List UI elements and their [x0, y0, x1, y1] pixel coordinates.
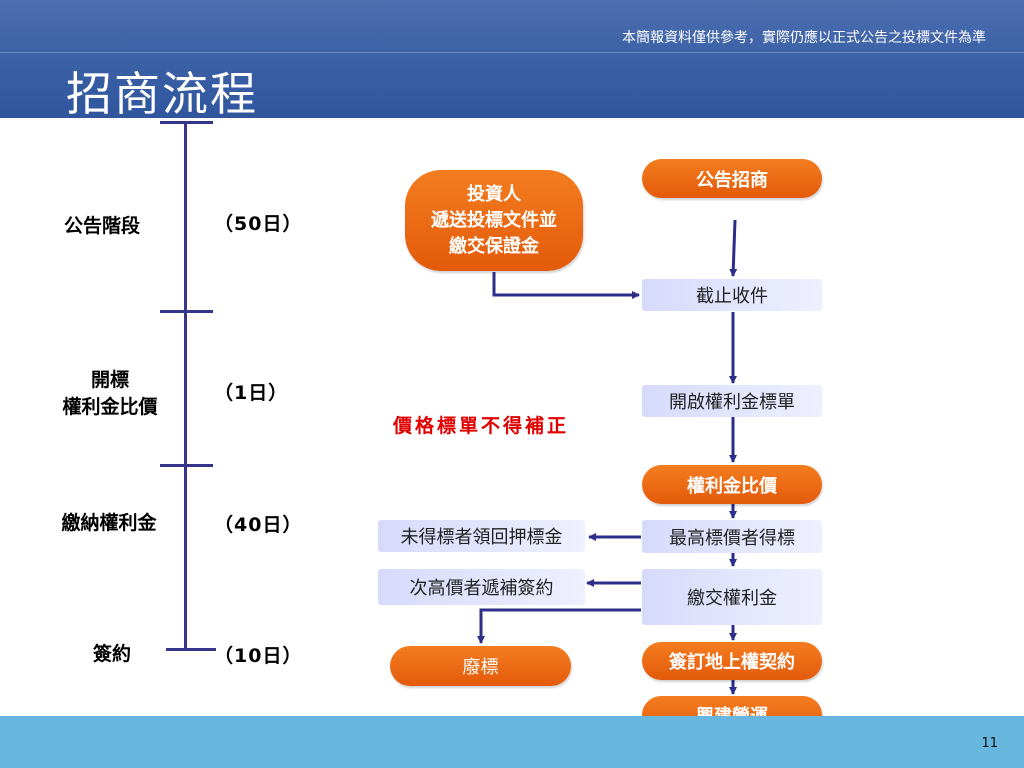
runner-up-box: 次高價者遞補簽約 — [378, 569, 585, 605]
investor-line: 繳交保證金 — [449, 235, 539, 257]
page-number: 11 — [981, 736, 998, 751]
refund-deposit-box: 未得標者領回押標金 — [378, 520, 585, 552]
sign-contract-box: 簽訂地上權契約 — [642, 642, 822, 680]
stage-label-line: 公告階段 — [63, 215, 140, 237]
price-compare-box: 權利金比價 — [642, 465, 822, 504]
timeline-tick-opening — [160, 310, 213, 313]
void-bid-box: 廢標 — [390, 646, 571, 686]
stage-duration-payment: （40日） — [214, 514, 303, 536]
stage-duration-signing: （10日） — [214, 645, 303, 667]
timeline-tick-start — [160, 121, 213, 124]
stage-label-line: 權利金比價 — [62, 396, 158, 418]
investor-line: 投資人 — [467, 183, 521, 205]
stage-label-opening: 開標 權利金比價 — [48, 367, 172, 421]
stage-label-announcement: 公告階段 — [50, 213, 154, 240]
page-title: 招商流程 — [66, 67, 258, 121]
investor-line: 遞送投標文件並 — [431, 209, 557, 231]
stage-label-payment: 繳納權利金 — [46, 510, 172, 537]
investor-submission-box: 投資人 遞送投標文件並 繳交保證金 — [405, 170, 583, 271]
arrow-payment-to-void — [477, 608, 641, 644]
header-bar: 本簡報資料僅供參考，實際仍應以正式公告之投標文件為準 招商流程 — [0, 0, 1024, 121]
warning-text: 價格標單不得補正 — [393, 415, 570, 437]
stage-label-signing: 簽約 — [82, 641, 142, 668]
timeline-line — [184, 122, 187, 650]
stage-label-line: 簽約 — [92, 643, 131, 665]
stage-duration-announcement: （50日） — [214, 213, 303, 235]
deadline-box: 截止收件 — [642, 279, 822, 311]
stage-label-line: 繳納權利金 — [61, 512, 157, 534]
disclaimer-text: 本簡報資料僅供參考，實際仍應以正式公告之投標文件為準 — [622, 30, 986, 46]
pay-royalty-box: 繳交權利金 — [642, 569, 822, 625]
timeline-tick-signing — [166, 648, 216, 651]
announcement-box: 公告招商 — [642, 159, 822, 198]
footer-band — [0, 716, 1024, 768]
arrow-investor-to-deadline — [492, 272, 640, 299]
open-bids-box: 開啟權利金標單 — [642, 385, 822, 417]
stage-label-line: 開標 — [90, 369, 129, 391]
stage-duration-opening: （1日） — [214, 382, 289, 404]
timeline-tick-payment — [160, 464, 213, 467]
highest-wins-box: 最高標價者得標 — [642, 520, 822, 553]
arrow-announce-to-deadline — [729, 219, 738, 277]
header-divider — [0, 52, 1024, 53]
